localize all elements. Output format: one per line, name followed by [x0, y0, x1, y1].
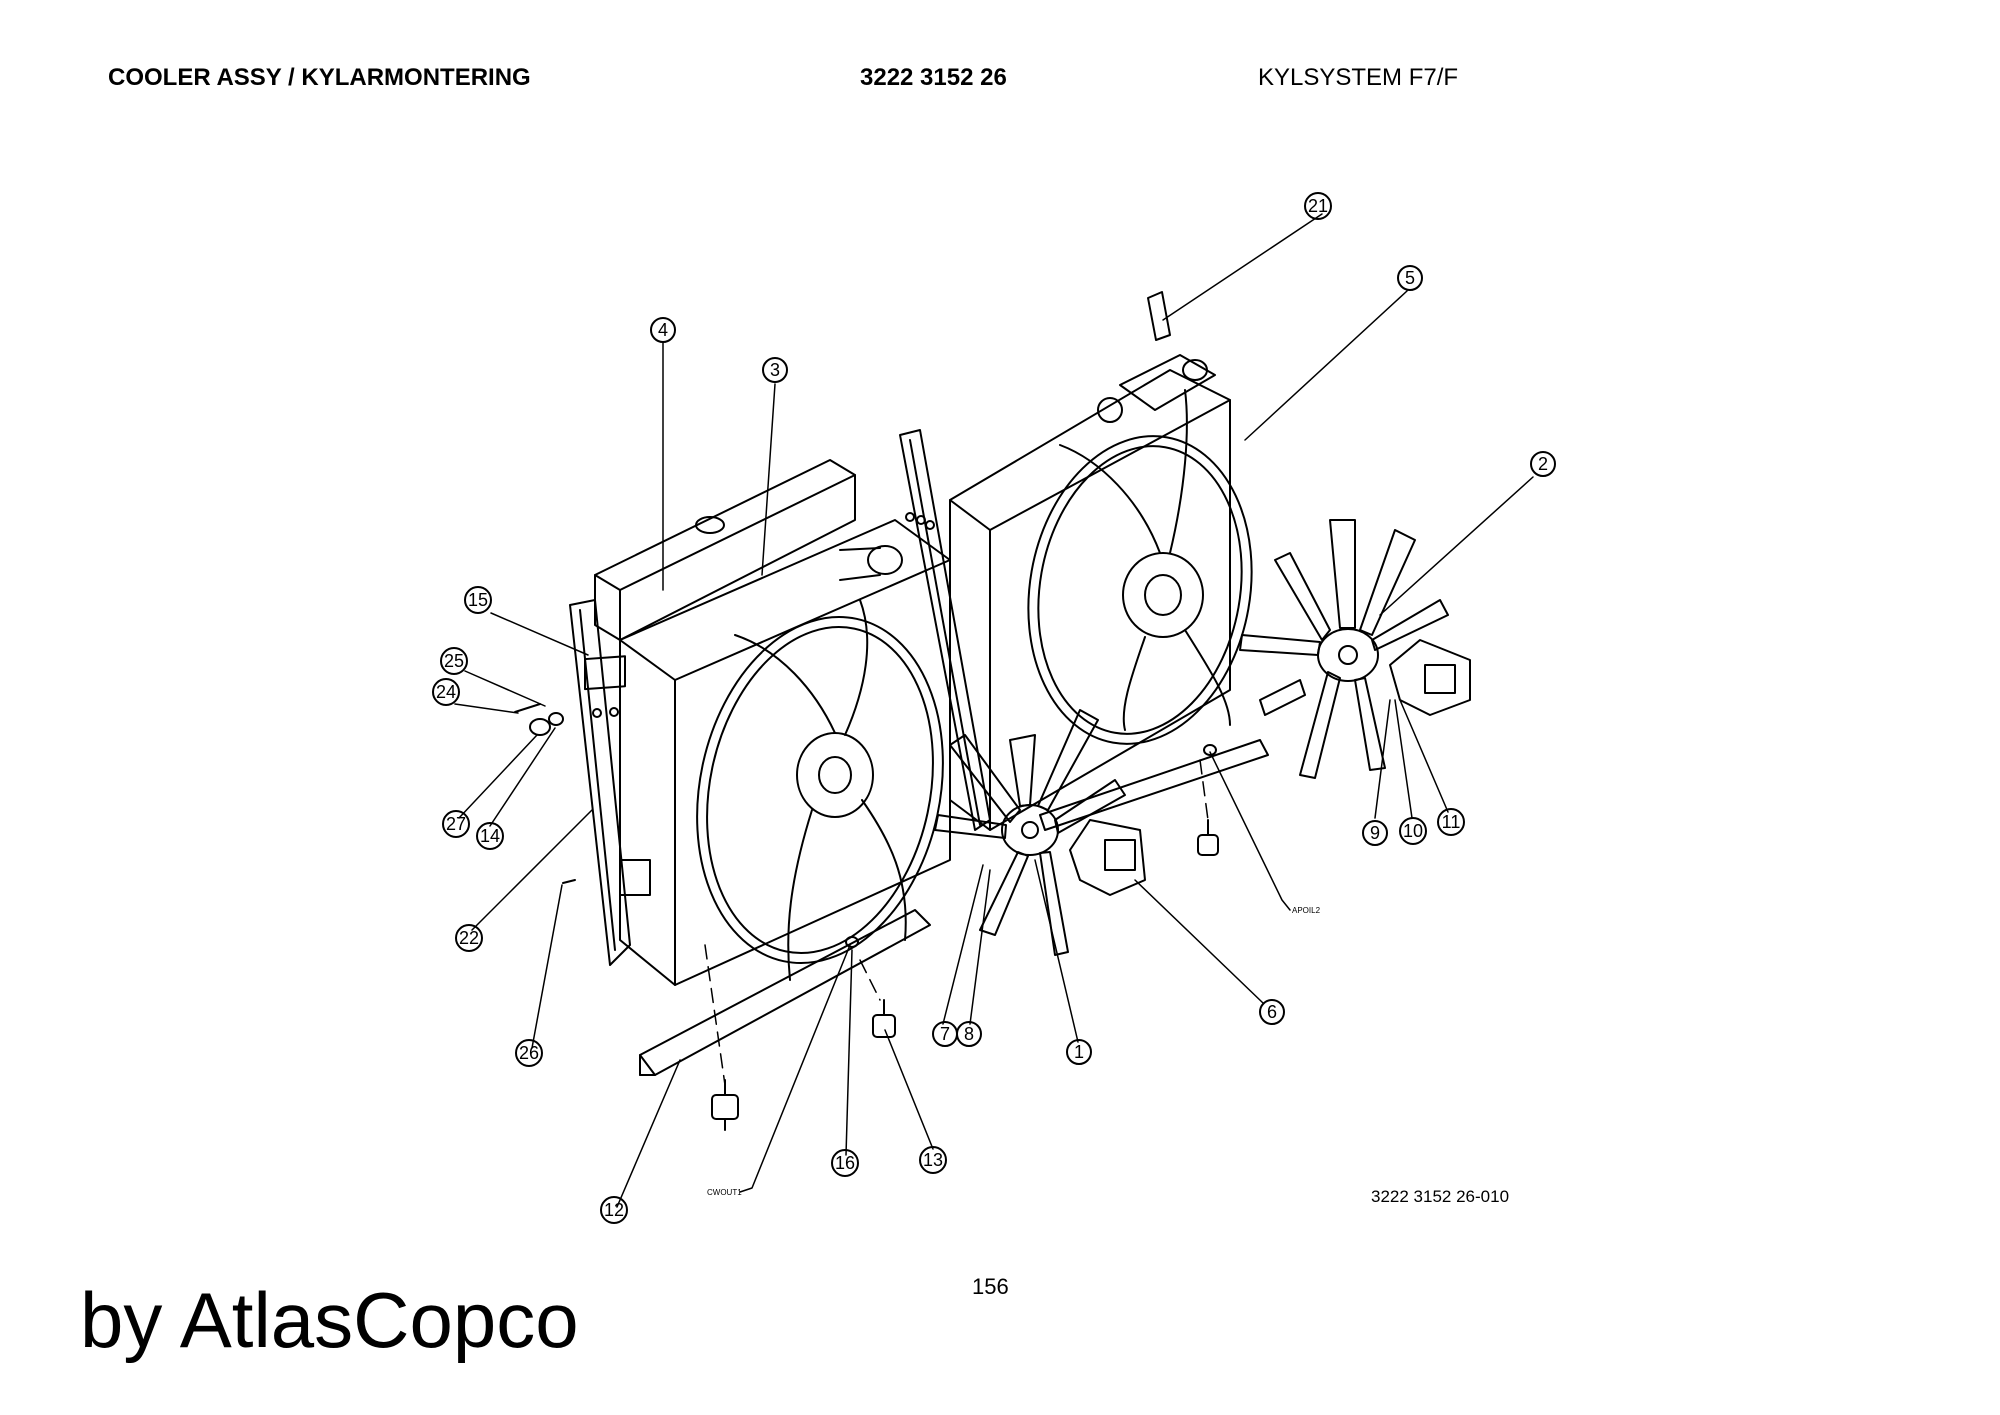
left-top-tank	[594, 459, 856, 641]
svg-text:11: 11	[1442, 812, 1461, 832]
svg-text:22: 22	[459, 928, 479, 948]
callout-25: 25	[440, 647, 468, 675]
connector-label-cwout1: CWOUT1	[707, 1188, 742, 1197]
callout-10: 10	[1399, 817, 1427, 845]
fasteners	[514, 703, 1217, 948]
callout-13: 13	[919, 1146, 947, 1174]
callout-11: 11	[1437, 808, 1465, 836]
svg-text:10: 10	[1403, 821, 1423, 841]
callout-3: 3	[762, 357, 788, 383]
callout-9: 9	[1362, 820, 1388, 846]
svg-text:4: 4	[658, 320, 668, 340]
svg-text:7: 7	[940, 1024, 950, 1044]
svg-text:5: 5	[1405, 268, 1415, 288]
svg-text:16: 16	[835, 1153, 855, 1173]
mounting-bracket	[584, 655, 626, 691]
fan-right	[1239, 519, 1471, 779]
right-side-frame	[899, 429, 991, 831]
svg-text:15: 15	[468, 590, 488, 610]
svg-text:21: 21	[1308, 196, 1328, 216]
svg-text:13: 13	[923, 1150, 943, 1170]
callout-14: 14	[476, 822, 504, 850]
svg-text:24: 24	[436, 682, 456, 702]
callouts: 1 2 3 4 5 6 7 8 9 10 11 12 13 14 15 16 2…	[432, 192, 1556, 1224]
right-radiator-core	[949, 369, 1231, 831]
callout-27: 27	[442, 810, 470, 838]
callout-7: 7	[932, 1021, 958, 1047]
rubber-mounts	[711, 819, 1219, 1131]
svg-text:26: 26	[519, 1043, 539, 1063]
center-lines	[704, 759, 1209, 1086]
page-number: 156	[972, 1274, 1009, 1299]
callout-26: 26	[515, 1039, 543, 1067]
hydraulic-motor-lower	[1069, 819, 1146, 896]
part-number: 3222 3152 26	[860, 64, 1007, 91]
svg-text:8: 8	[964, 1024, 974, 1044]
top-bracket	[1147, 291, 1171, 341]
svg-text:9: 9	[1370, 823, 1380, 843]
document-title: COOLER ASSY / KYLARMONTERING	[108, 64, 531, 91]
drawing-number: 3222 3152 26-010	[1371, 1187, 1510, 1206]
svg-text:3: 3	[770, 360, 780, 380]
svg-text:6: 6	[1267, 1002, 1277, 1022]
callout-15: 15	[464, 586, 492, 614]
left-side-frame	[569, 599, 631, 966]
brand-watermark: by AtlasCopco	[80, 1276, 579, 1364]
left-fan-hub	[796, 732, 874, 818]
rail-12	[639, 909, 931, 1076]
callout-12: 12	[600, 1196, 628, 1224]
callout-24: 24	[432, 678, 460, 706]
callout-5: 5	[1397, 265, 1423, 291]
right-cooler	[899, 291, 1253, 831]
callout-16: 16	[831, 1149, 859, 1177]
callout-21: 21	[1304, 192, 1332, 220]
left-cooler	[569, 459, 951, 986]
callout-4: 4	[650, 317, 676, 343]
svg-text:27: 27	[446, 814, 466, 834]
svg-text:2: 2	[1538, 454, 1548, 474]
callout-1: 1	[1066, 1039, 1092, 1065]
callout-8: 8	[956, 1021, 982, 1047]
callout-22: 22	[455, 924, 483, 952]
left-radiator-core	[619, 519, 951, 986]
svg-text:1: 1	[1074, 1042, 1084, 1062]
fan-lower	[934, 709, 1146, 956]
callout-2: 2	[1530, 451, 1556, 477]
svg-text:12: 12	[604, 1200, 624, 1220]
connector-label-apoil2: APOIL2	[1292, 906, 1321, 915]
svg-text:25: 25	[444, 651, 464, 671]
right-fan-hub	[1122, 552, 1204, 638]
system-name: KYLSYSTEM F7/F	[1258, 64, 1459, 91]
leader-lines	[454, 213, 1534, 1208]
right-fan-shroud	[1027, 435, 1253, 745]
filler-cap	[695, 516, 725, 534]
callout-6: 6	[1259, 999, 1285, 1025]
mounting-rails	[639, 679, 1306, 1076]
svg-text:14: 14	[480, 826, 500, 846]
